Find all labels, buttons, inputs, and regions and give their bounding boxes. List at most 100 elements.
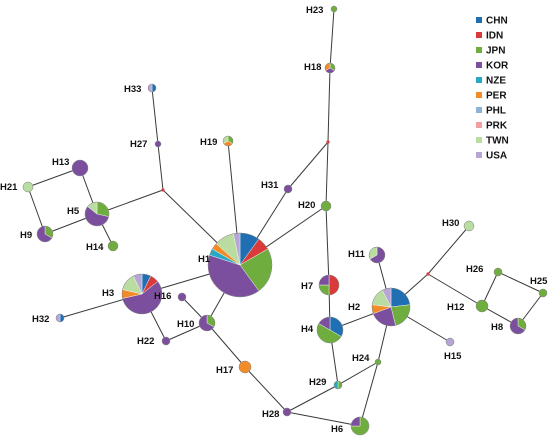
node-outline <box>22 181 34 193</box>
haplotype-node-h11 <box>368 246 386 264</box>
node-outline <box>222 135 234 147</box>
haplotype-node-h29 <box>333 380 343 390</box>
node-label: H31 <box>261 180 279 191</box>
legend-label-kor: KOR <box>486 61 509 72</box>
haplotype-node-h2 <box>371 287 411 327</box>
haplotype-node-h6 <box>350 416 370 436</box>
haplotype-node-h28 <box>282 407 292 417</box>
network-link <box>206 322 246 368</box>
haplotype-node-h17 <box>238 360 252 374</box>
node-outline <box>368 246 386 264</box>
node-outline <box>154 140 162 148</box>
node-outline <box>55 313 65 323</box>
haplotype-node-h24 <box>374 358 382 366</box>
legend-swatch-nze <box>476 77 482 83</box>
haplotype-node-h9 <box>36 225 54 243</box>
legend-label-jpn: JPN <box>486 46 505 57</box>
node-outline <box>350 416 370 436</box>
legend-label-nze: NZE <box>486 76 506 87</box>
node-outline <box>198 314 216 332</box>
node-label: H9 <box>20 230 32 241</box>
node-outline <box>318 274 340 296</box>
network-link <box>427 273 483 307</box>
node-label: H15 <box>444 351 462 362</box>
node-outline <box>283 184 293 194</box>
median-vector <box>326 140 330 144</box>
haplotype-node-h7 <box>318 274 340 296</box>
haplotype-node-h5 <box>84 201 110 227</box>
legend-label-phl: PHL <box>486 106 506 117</box>
node-label: H28 <box>262 409 279 420</box>
node-label: H25 <box>530 276 548 287</box>
haplotype-node-h16 <box>177 292 187 302</box>
node-label: H33 <box>124 84 141 95</box>
node-outline <box>509 317 527 335</box>
node-label: H32 <box>32 314 49 325</box>
legend-label-idn: IDN <box>486 31 503 42</box>
node-label: H23 <box>306 5 323 16</box>
haplotype-node-h10 <box>198 314 216 332</box>
haplotype-node-h33 <box>147 83 157 93</box>
legend-swatch-kor <box>476 62 482 68</box>
node-outline <box>36 225 54 243</box>
node-outline <box>107 240 119 252</box>
node-outline <box>207 232 273 298</box>
haplotype-node-h19 <box>222 135 234 147</box>
node-label: H14 <box>86 242 104 253</box>
network-link <box>359 361 379 427</box>
node-label: H21 <box>0 182 18 193</box>
network-link <box>481 271 499 307</box>
pie-slice-chn <box>59 313 65 323</box>
node-outline <box>121 273 163 315</box>
node-label: H12 <box>447 302 464 313</box>
haplotype-node-h18 <box>324 62 336 74</box>
pie-slice-nze <box>333 380 339 390</box>
node-label: H3 <box>102 288 114 299</box>
pie-slice-chn <box>151 83 157 93</box>
network-link <box>151 87 159 145</box>
node-outline <box>371 287 411 327</box>
haplotype-node-h22 <box>161 336 171 346</box>
node-outline <box>147 83 157 93</box>
haplotype-node-h31 <box>283 184 293 194</box>
haplotype-node-h25 <box>538 288 548 298</box>
node-outline <box>445 337 455 347</box>
node-label: H26 <box>466 264 483 275</box>
node-label: H17 <box>216 365 233 376</box>
node-outline <box>324 62 336 74</box>
legend-swatch-twn <box>476 137 482 143</box>
legend-label-usa: USA <box>486 151 507 162</box>
network-link <box>27 167 81 188</box>
node-outline <box>374 358 382 366</box>
network-link <box>497 271 544 294</box>
node-label: H13 <box>52 157 69 168</box>
node-outline <box>463 220 475 232</box>
node-label: H6 <box>331 424 343 435</box>
node-label: H4 <box>301 324 314 335</box>
node-label: H10 <box>177 319 194 330</box>
network-nodes: H1H2H3H4H5H6H7H8H9H10H11H12H13H14H15H16H… <box>0 5 548 436</box>
node-label: H27 <box>130 139 147 150</box>
node-label: H16 <box>154 291 171 302</box>
pie-slice-usa <box>55 313 61 323</box>
network-link <box>337 361 379 386</box>
legend-label-chn: CHN <box>486 16 508 27</box>
legend-label-prk: PRK <box>486 121 508 132</box>
network-link <box>244 366 288 413</box>
node-label: H1 <box>198 254 211 265</box>
node-outline <box>330 5 338 13</box>
pie-slice-idn <box>328 274 340 296</box>
network-link <box>27 186 46 235</box>
network-link <box>287 141 329 190</box>
haplotype-node-h27 <box>154 140 162 148</box>
network-link <box>427 225 470 275</box>
node-outline <box>161 336 171 346</box>
node-outline <box>282 407 292 417</box>
haplotype-node-h1 <box>207 232 273 298</box>
node-label: H11 <box>348 249 366 260</box>
node-outline <box>320 200 332 212</box>
pie-slice-jpn <box>337 380 343 390</box>
node-label: H22 <box>137 336 154 347</box>
